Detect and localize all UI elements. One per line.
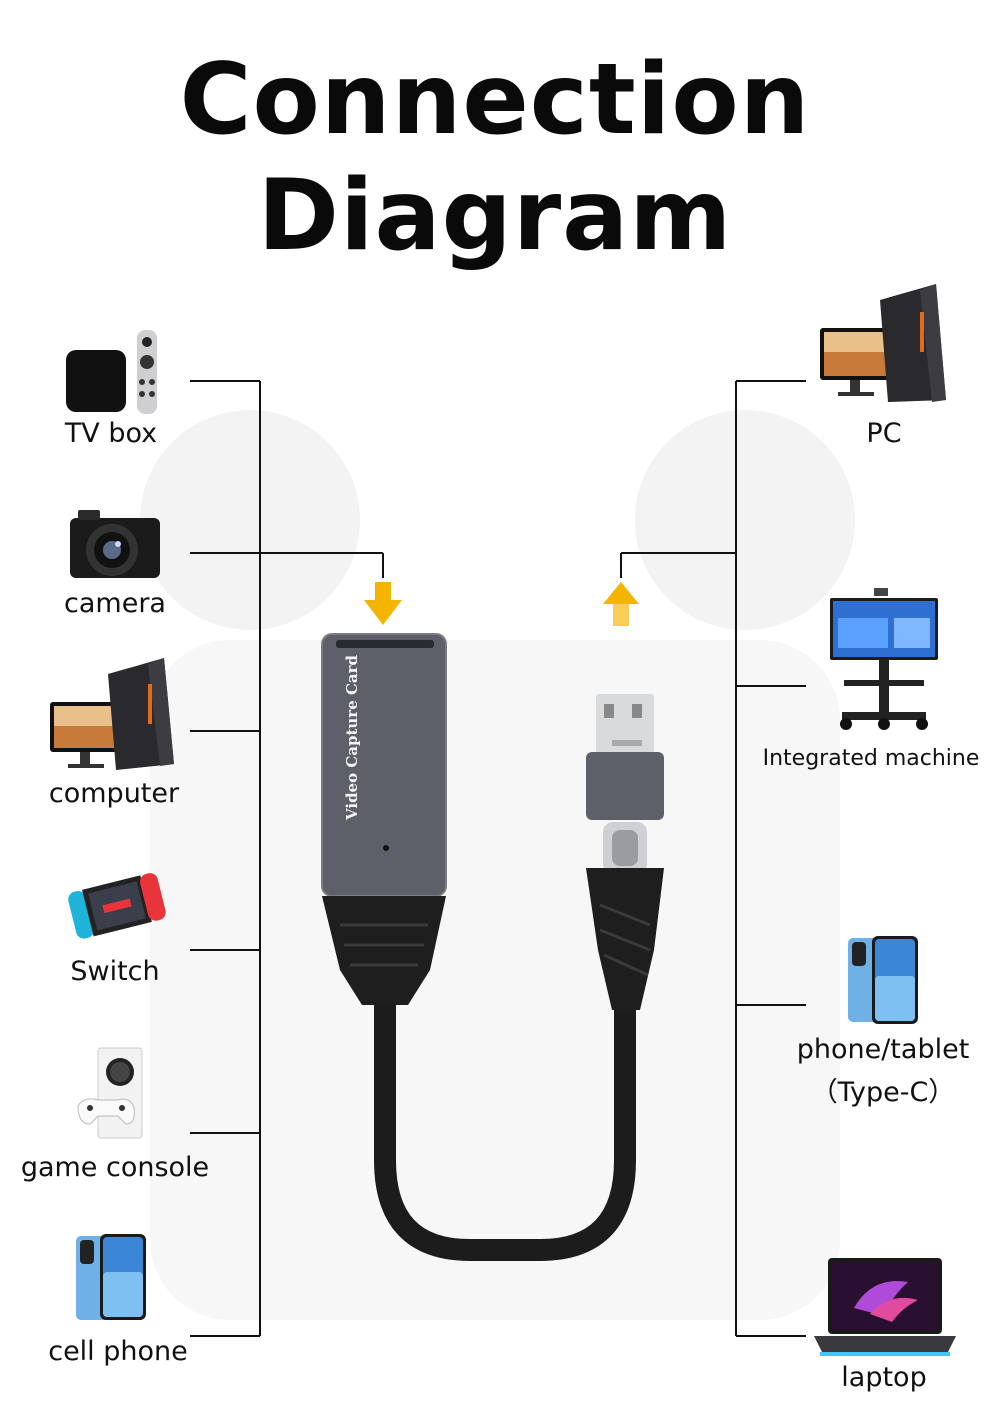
output-label-pc: PC — [830, 418, 938, 449]
computer-icon — [44, 654, 178, 778]
pc-icon — [816, 282, 950, 406]
input-label-switch: Switch — [40, 956, 190, 987]
card-label: Video Capture Card — [343, 655, 361, 820]
output-label-integrated-machine: Integrated machine — [756, 746, 986, 771]
tv-box-icon — [62, 330, 164, 416]
output-label-laptop: laptop — [820, 1362, 948, 1393]
cell-phone-icon — [74, 1232, 150, 1322]
switch-console-icon — [64, 860, 168, 944]
phone-tablet-icon — [846, 934, 922, 1026]
output-label-phone-tablet: phone/tablet — [778, 1034, 988, 1065]
integrated-machine-icon — [828, 588, 940, 734]
game-console-icon — [74, 1044, 156, 1140]
laptop-icon — [812, 1256, 958, 1360]
camera-icon — [68, 506, 162, 584]
input-label-camera: camera — [40, 588, 190, 619]
input-label-tv-box: TV box — [40, 418, 182, 449]
input-label-cell-phone: cell phone — [40, 1336, 196, 1367]
input-label-game-console: game console — [10, 1152, 220, 1183]
input-label-computer: computer — [30, 778, 198, 809]
output-label-type-c: （Type-C） — [778, 1070, 988, 1109]
